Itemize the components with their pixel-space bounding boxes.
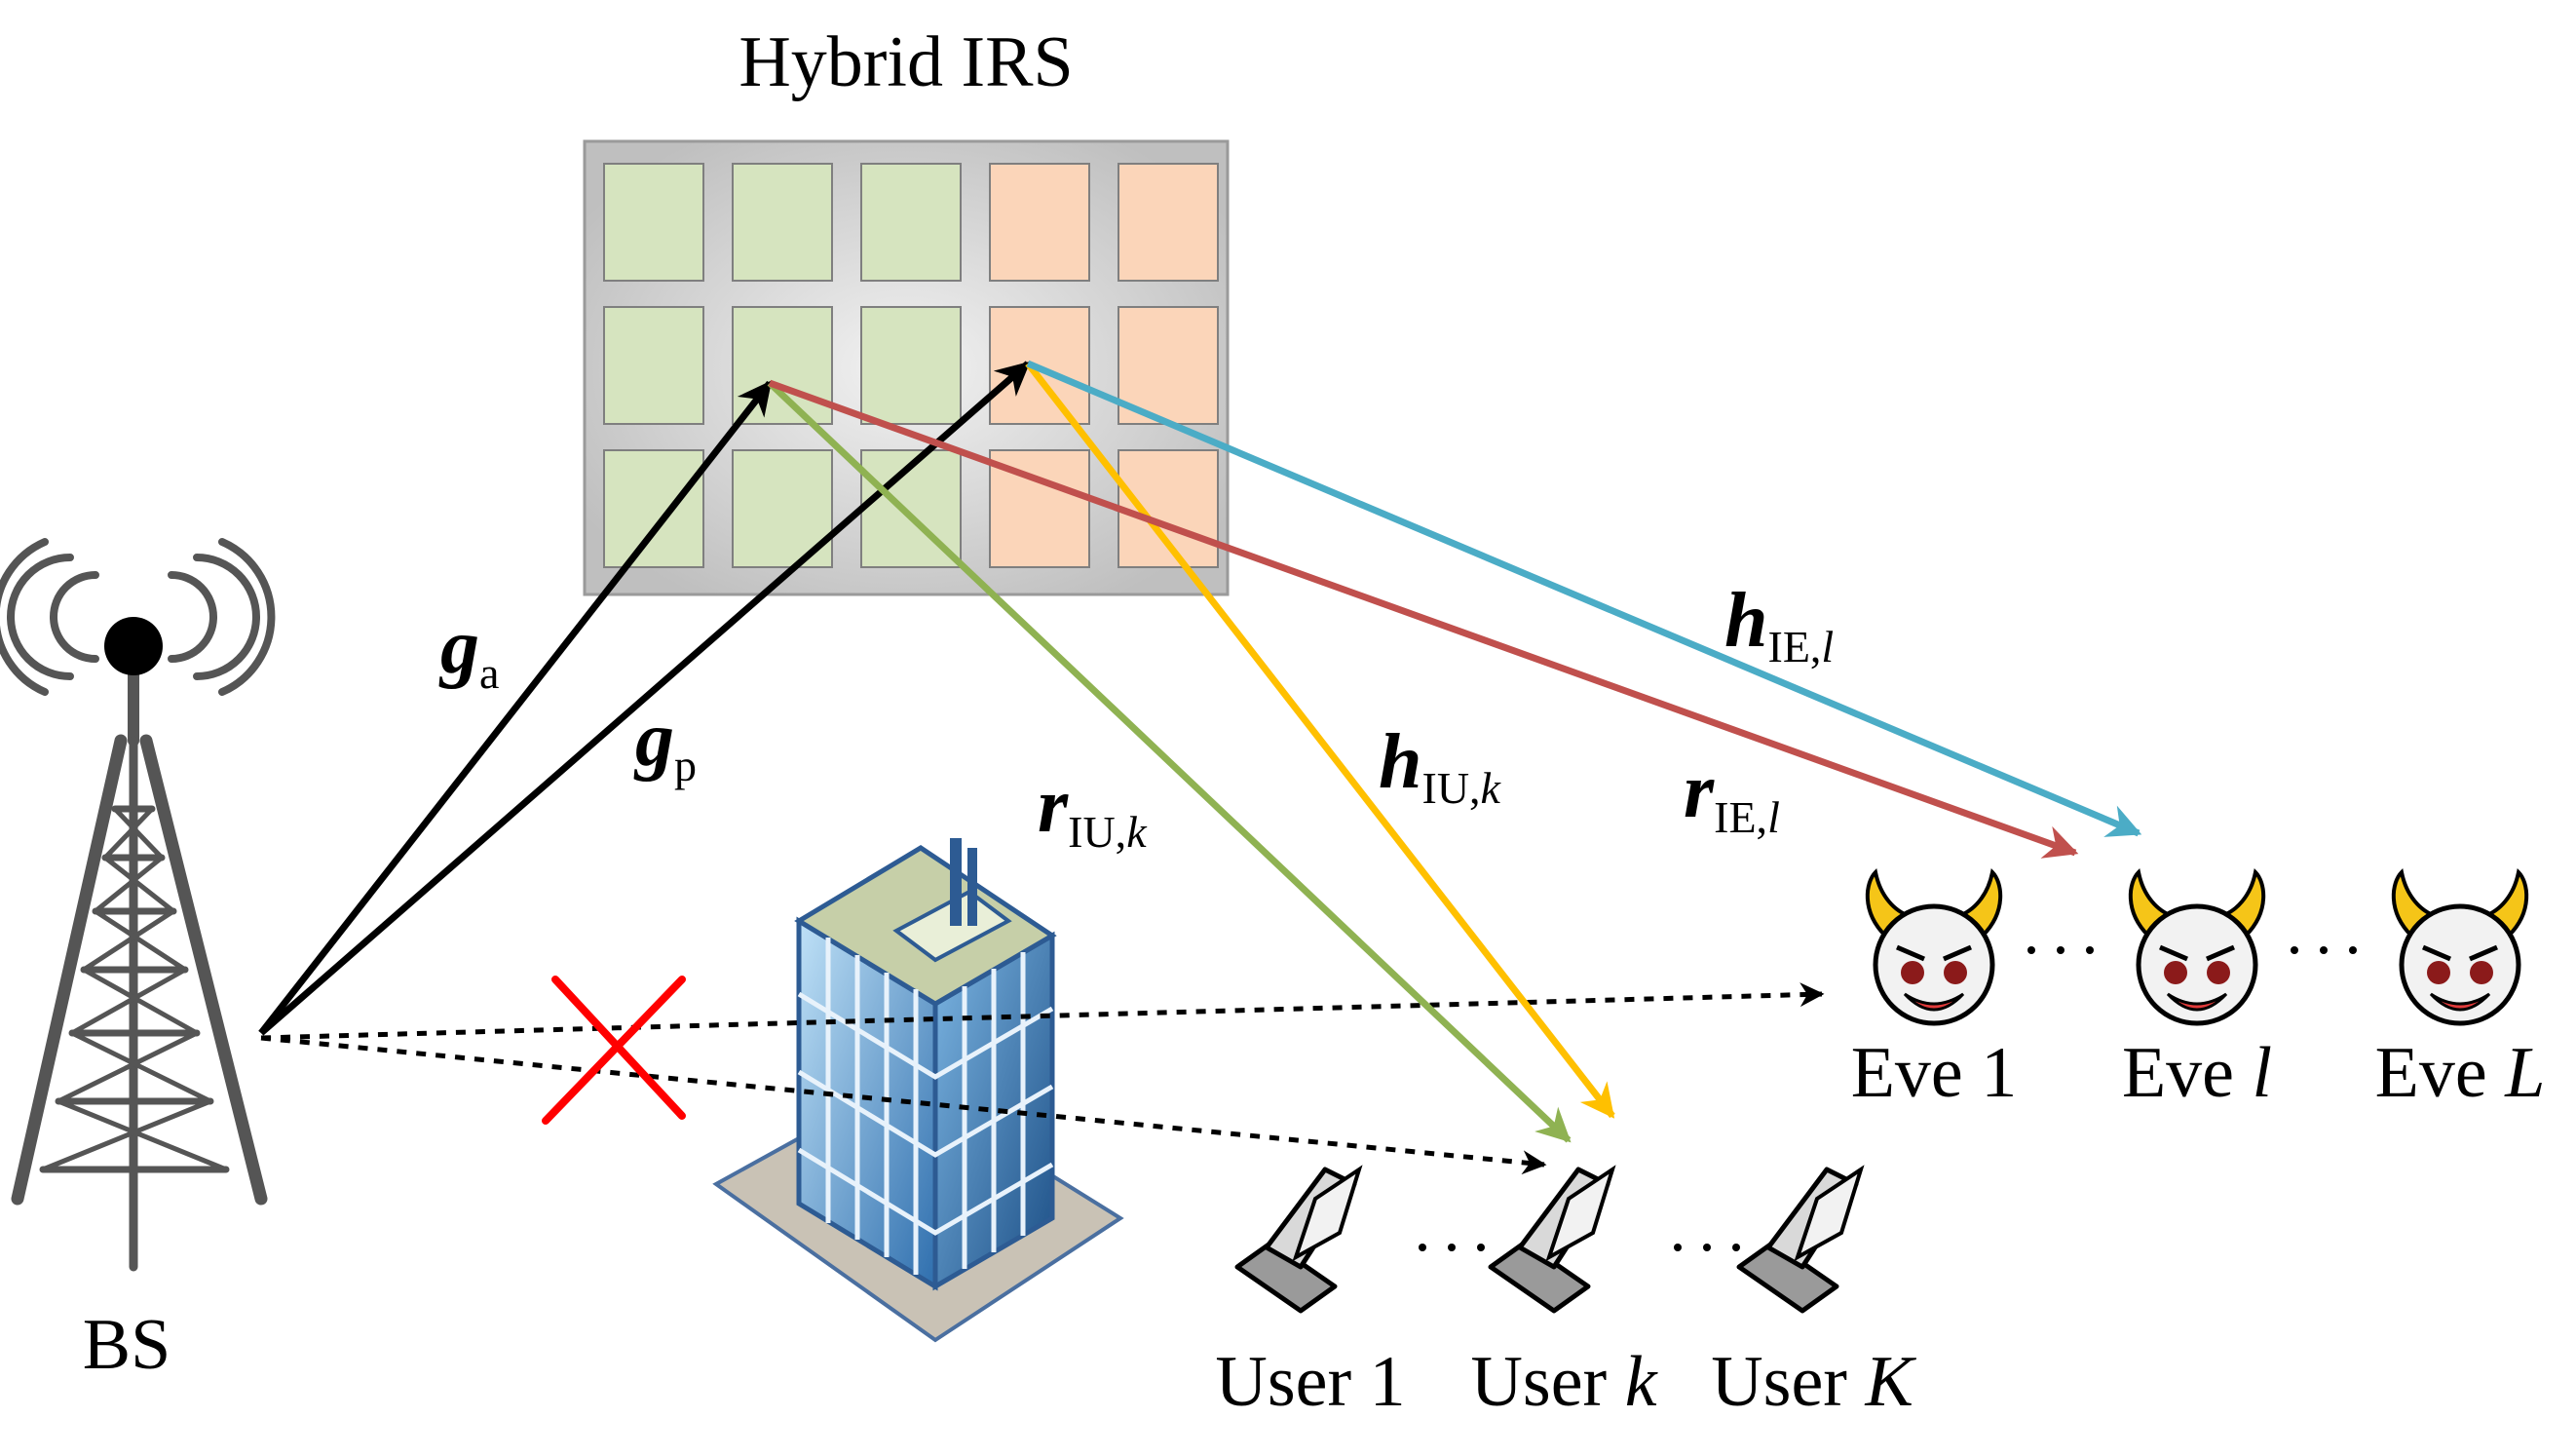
irs-active-element — [603, 306, 704, 425]
direct-links — [260, 982, 1825, 1175]
irs-passive-element — [1118, 163, 1219, 282]
direct-link-eve — [260, 982, 1825, 1041]
label-r-ie: rIE,l — [1684, 748, 1780, 842]
eve-devil-icon — [1865, 867, 2003, 1026]
irs-passive-element — [989, 163, 1090, 282]
bs-irs-links — [258, 361, 1031, 1036]
label-h-iu: hIU,k — [1379, 719, 1502, 813]
label-g-p: gp — [633, 697, 697, 790]
irs-active-element — [603, 449, 704, 568]
irs-passive-element — [1118, 449, 1219, 568]
direct-link-user — [260, 1035, 1547, 1175]
eve-label: Eve l — [2122, 1033, 2272, 1113]
irs-active-element — [603, 163, 704, 282]
irs-links — [767, 360, 2142, 1143]
irs-title: Hybrid IRS — [739, 22, 1073, 102]
link-h-iu — [1025, 361, 1615, 1119]
eve-devil-icon — [2128, 867, 2266, 1026]
building-icon — [712, 838, 1124, 1343]
user-label: User 1 — [1215, 1342, 1405, 1422]
user-phone-icon — [1234, 1165, 1363, 1314]
link-r-iu — [767, 380, 1572, 1143]
link-g-a — [258, 380, 773, 1036]
label-g-a: ga — [438, 604, 499, 698]
label-r-iu: rIU,k — [1038, 763, 1148, 857]
eve-label: Eve 1 — [1851, 1033, 2018, 1113]
eves-group: Eve 1 Eve l Eve L — [1851, 867, 2546, 1113]
ellipsis-dots — [1419, 946, 2357, 1251]
irs-active-element — [732, 163, 833, 282]
bs-label: BS — [83, 1305, 171, 1385]
link-h-ie — [1026, 360, 2142, 837]
link-g-p — [258, 361, 1031, 1036]
hybrid-irs-panel — [583, 139, 1230, 596]
users-group: User 1 User k User K — [1215, 1165, 1916, 1422]
link-r-ie — [768, 379, 2079, 859]
irs-active-element — [860, 163, 962, 282]
irs-element-grid — [603, 163, 1219, 568]
user-phone-icon — [1488, 1165, 1616, 1314]
user-label: User K — [1711, 1342, 1916, 1422]
eve-label: Eve L — [2375, 1033, 2546, 1113]
user-phone-icon — [1736, 1165, 1865, 1314]
irs-passive-element — [1118, 306, 1219, 425]
blocked-cross-icon — [542, 976, 686, 1125]
irs-active-element — [860, 306, 962, 425]
label-h-ie: hIE,l — [1724, 578, 1834, 671]
eve-devil-icon — [2391, 867, 2529, 1026]
user-label: User k — [1470, 1342, 1657, 1422]
base-station-icon — [0, 538, 276, 1272]
